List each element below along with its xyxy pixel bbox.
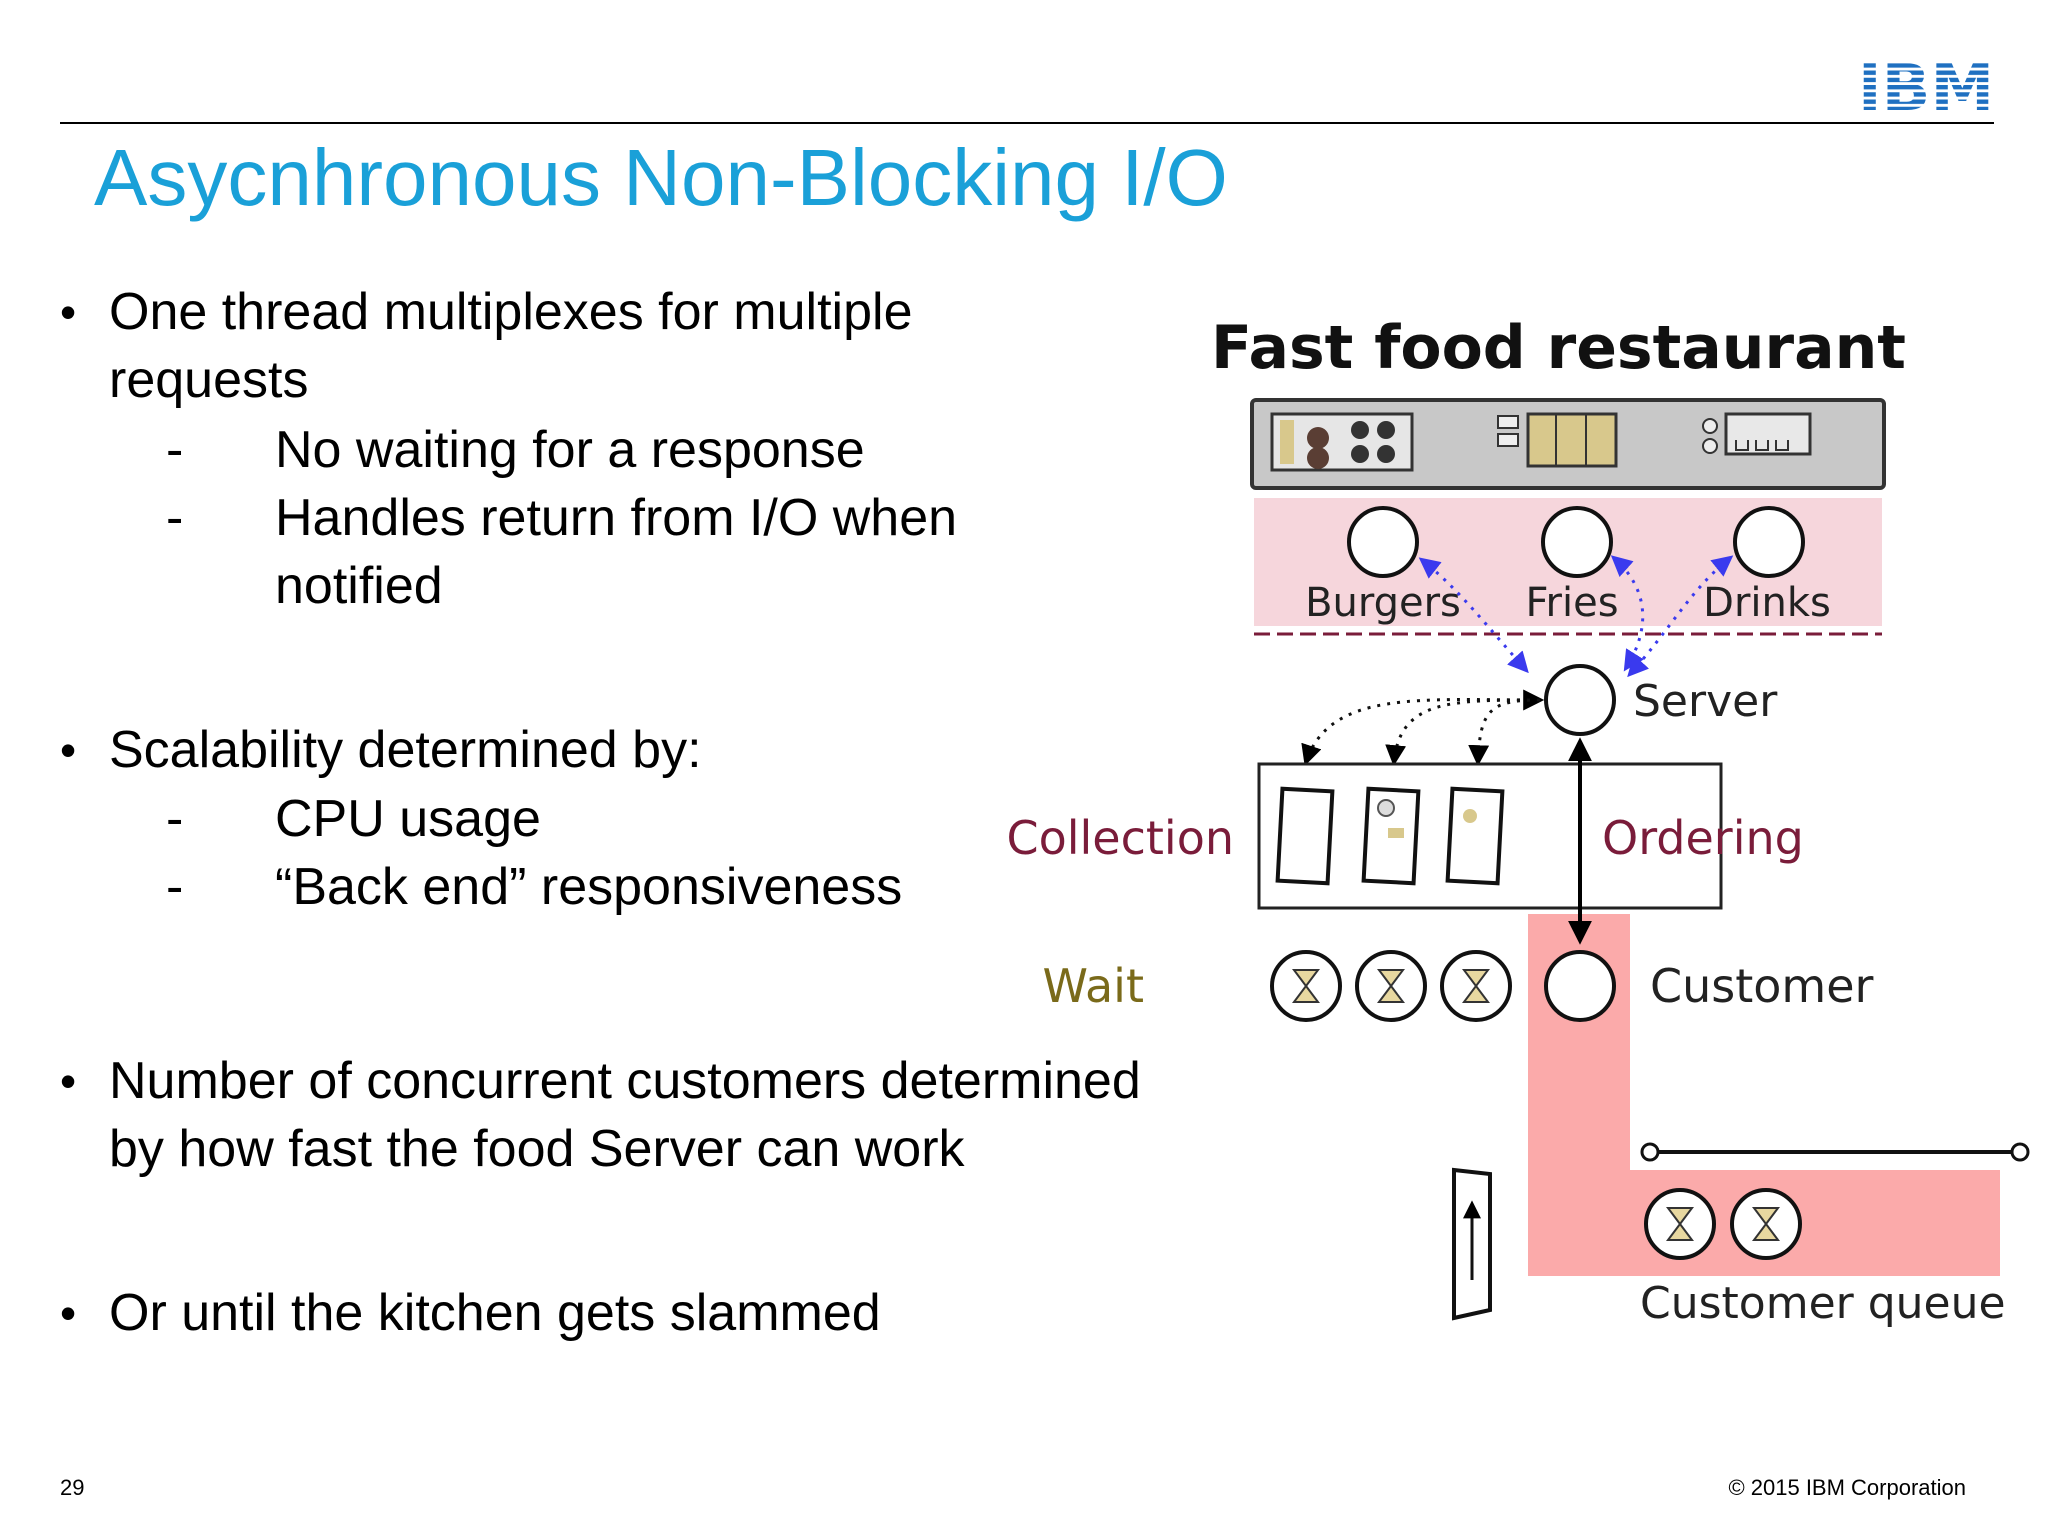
customer-queue-label: Customer queue <box>1640 1278 2006 1329</box>
header-rule <box>60 122 1994 124</box>
ibm-logo: IBM <box>1858 56 1994 114</box>
fast-food-diagram: Fast food restaurant Burgers Fries Drink… <box>1006 313 2030 1329</box>
queued-customers <box>1644 1188 1802 1260</box>
bullet-dot: • <box>60 286 77 338</box>
kitchen-counter <box>1250 398 1886 490</box>
diagram-title: Fast food restaurant <box>1211 313 1906 383</box>
customer-queue-zone <box>1528 914 2000 1276</box>
fries-label: Fries <box>1525 580 1618 626</box>
sub-bullet-text: Handles return from I/O when notified <box>275 489 958 615</box>
burgers-node <box>1347 506 1419 578</box>
drinks-node <box>1733 506 1805 578</box>
sub-dash: - <box>166 858 184 916</box>
svg-text:IBM: IBM <box>1858 56 1994 114</box>
sub-bullet-text: No waiting for a response <box>275 421 865 479</box>
server-node <box>1544 664 1616 736</box>
fries-node <box>1541 506 1613 578</box>
server-slot3-arrow <box>1468 698 1541 767</box>
waiting-customers <box>1270 950 1512 1022</box>
drinks-label: Drinks <box>1703 580 1831 626</box>
wait-label: Wait <box>1042 959 1144 1013</box>
bullet-text: Number of concurrent customers determine… <box>109 1052 1141 1178</box>
bullet-dot: • <box>60 724 77 776</box>
page-number: 29 <box>60 1475 85 1500</box>
customer-node <box>1544 950 1616 1022</box>
entrance-door <box>1452 1167 1492 1321</box>
copyright-footer: © 2015 IBM Corporation <box>1728 1475 1966 1500</box>
sub-dash: - <box>166 421 184 479</box>
slide-title: Asycnhronous Non-Blocking I/O <box>94 133 1228 222</box>
sub-dash: - <box>166 790 184 848</box>
server-slot1-arrow <box>1301 689 1545 766</box>
ordering-label: Ordering <box>1602 811 1804 865</box>
customer-label: Customer <box>1650 959 1874 1013</box>
bullet-dot: • <box>60 1055 77 1107</box>
bullet-dot: • <box>60 1287 77 1339</box>
server-drinks-arrow <box>1627 555 1734 678</box>
sub-dash: - <box>166 489 184 547</box>
bullet-text: Scalability determined by: <box>109 721 702 779</box>
bullet-text: One thread multiplexes for multiple requ… <box>109 283 913 409</box>
sub-bullet-text: “Back end” responsiveness <box>275 858 903 916</box>
bullet-text: Or until the kitchen gets slammed <box>109 1284 881 1342</box>
collection-label: Collection <box>1006 811 1234 865</box>
queue-barrier <box>1640 1142 2030 1162</box>
sub-bullet-text: CPU usage <box>275 790 541 848</box>
collection-slots <box>1275 786 1505 886</box>
server-slot2-arrow <box>1385 698 1541 767</box>
burgers-label: Burgers <box>1305 580 1461 626</box>
server-label: Server <box>1633 676 1778 727</box>
